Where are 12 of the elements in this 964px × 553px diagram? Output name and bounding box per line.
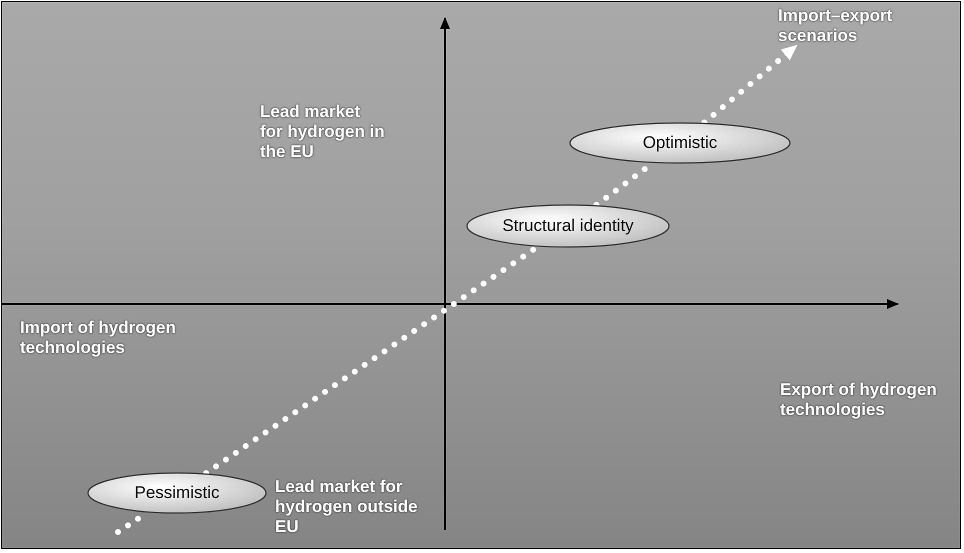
scenario-ellipse — [569, 122, 791, 164]
scenario-label: Structural identity — [501, 215, 635, 237]
scenario-label: Pessimistic — [133, 482, 220, 504]
axis-label: Lead market for hydrogen in the EU — [260, 102, 385, 162]
scenario-label: Optimistic — [642, 132, 718, 154]
scenario-axis-label: Import–export scenarios — [778, 6, 898, 46]
axis-label: Import of hydrogen technologies — [20, 318, 177, 358]
axis-label: Export of hydrogen technologies — [780, 380, 938, 420]
axis-label: Lead market for hydrogen outside EU — [275, 477, 419, 537]
scenario-ellipse — [87, 472, 267, 514]
scenario-ellipse — [466, 204, 670, 248]
dotted-arrow — [701, 43, 799, 126]
